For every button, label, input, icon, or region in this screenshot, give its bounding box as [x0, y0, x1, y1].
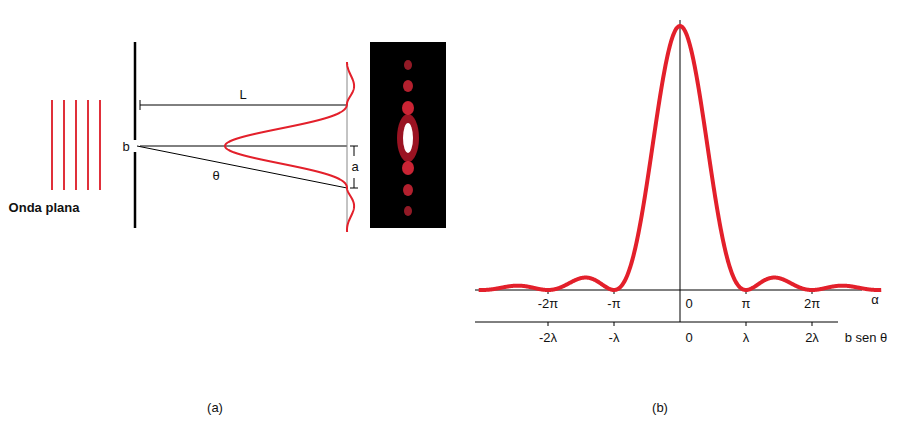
- axis-tick-label: 2λ: [804, 331, 820, 345]
- slit-barrier: [134, 152, 137, 228]
- axis-tick-label: 0: [684, 331, 693, 345]
- vertical-axis: [680, 20, 681, 322]
- axis-tick-label: -λ: [608, 331, 621, 345]
- diffraction-spots: [397, 60, 419, 216]
- width-tick: [354, 146, 355, 156]
- side-spot: [403, 184, 413, 196]
- axis-tick-label: 0: [684, 297, 693, 311]
- axis-ticks: [548, 290, 812, 326]
- bsin-axis: [475, 322, 838, 323]
- tick: [614, 322, 615, 326]
- diffraction-photo: [370, 42, 446, 228]
- central-glow: [397, 114, 419, 162]
- width-label: a: [350, 160, 359, 174]
- intensity-curve: [225, 62, 354, 232]
- distance-label: L: [238, 88, 247, 102]
- axis-tick-label: 2π: [803, 297, 821, 311]
- width-tick: [354, 178, 355, 188]
- axis-tick-label: -π: [606, 297, 621, 311]
- side-spot: [403, 80, 413, 92]
- axis-title: b sen θ: [844, 331, 889, 345]
- side-spot: [402, 161, 414, 175]
- angle-ray: [137, 146, 347, 188]
- wave-front: [63, 100, 65, 190]
- panel-caption: (b): [651, 401, 669, 415]
- tick: [746, 322, 747, 326]
- wave-label: Onda plana: [8, 201, 81, 215]
- wave-front: [51, 100, 53, 190]
- tick: [812, 322, 813, 326]
- panel-caption: (a): [206, 401, 224, 415]
- plane-wave-fronts: [52, 100, 100, 190]
- slit-width-label: b: [121, 140, 130, 154]
- axis-tick-label: π: [741, 297, 752, 311]
- side-spot: [402, 101, 414, 115]
- slit-barrier: [134, 42, 137, 140]
- wave-front: [87, 100, 89, 190]
- side-spot: [404, 60, 412, 70]
- axis-tick-label: λ: [742, 331, 751, 345]
- axis-tick-label: -2λ: [538, 331, 558, 345]
- axis-tick-label: -2π: [537, 297, 560, 311]
- tick: [548, 322, 549, 326]
- angle-label: θ: [211, 169, 220, 183]
- side-spot: [404, 206, 412, 216]
- distance-tick: [140, 100, 141, 110]
- wave-front: [75, 100, 77, 190]
- wave-front: [99, 100, 101, 190]
- central-spot: [403, 123, 413, 153]
- screen-line: [347, 62, 348, 232]
- distance-line: [140, 105, 347, 106]
- axis-line: [140, 146, 347, 147]
- sinc-squared-curve: [479, 26, 882, 290]
- axis-title: α: [870, 293, 880, 307]
